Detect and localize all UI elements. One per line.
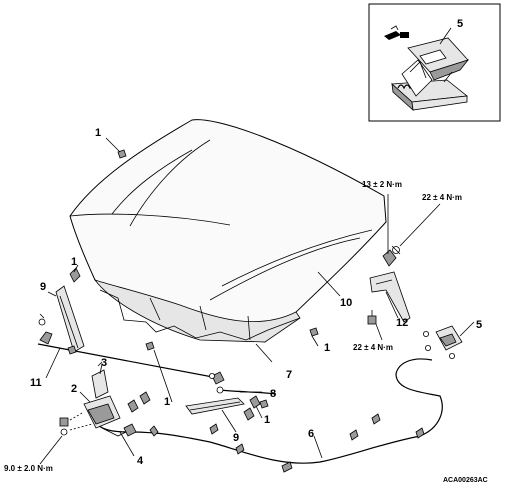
- callout-2: 2: [71, 383, 77, 395]
- callout-3: 3: [101, 357, 107, 369]
- callout-7: 7: [286, 369, 292, 381]
- callout-1-low-right: 1: [264, 414, 270, 426]
- release-cable: [95, 358, 443, 473]
- callout-6: 6: [308, 428, 314, 440]
- torque-spec-9nm: 9.0 ± 2.0 N·m: [4, 464, 53, 473]
- callout-4: 4: [137, 455, 144, 467]
- callout-5-inset: 5: [457, 18, 463, 30]
- tool-icon: [384, 25, 409, 40]
- torque-spec-22nm-top: 22 ± 4 N·m: [422, 193, 462, 202]
- callout-labels: 1 1 1 1 1 2 3 4 5 5 6 7 8 9 9 10 11 12: [30, 18, 482, 467]
- hood-hinge: [367, 245, 411, 325]
- weatherstrip-left: [38, 267, 85, 353]
- fasteners: [67, 149, 319, 409]
- callout-12: 12: [396, 317, 408, 329]
- callout-8: 8: [270, 388, 276, 400]
- figure-code: ACA00263AC: [443, 477, 488, 484]
- callout-1-mid-right: 1: [324, 342, 330, 354]
- latch-detail-inset: [368, 3, 501, 122]
- leader-lines: [39, 137, 475, 465]
- hood-panel: [69, 119, 387, 343]
- hood-latch-right: [422, 325, 463, 359]
- callout-1-left: 1: [71, 256, 77, 268]
- support-rod: [37, 331, 225, 385]
- callout-5-right: 5: [476, 319, 482, 331]
- torque-specs: 13 ± 2 N·m 22 ± 4 N·m 22 ± 4 N·m 9.0 ± 2…: [4, 180, 462, 473]
- callout-10: 10: [340, 297, 352, 309]
- callout-9-bottom: 9: [233, 432, 239, 444]
- weatherstrip-bottom: [185, 395, 261, 421]
- hood-latch-assembly: [59, 361, 151, 437]
- callout-1-top: 1: [95, 127, 101, 139]
- callout-1-bottom: 1: [164, 396, 170, 408]
- callout-9-left: 9: [40, 281, 46, 293]
- torque-spec-22nm-low: 22 ± 4 N·m: [353, 343, 393, 352]
- callout-11: 11: [30, 377, 42, 389]
- torque-spec-13nm: 13 ± 2 N·m: [362, 180, 402, 189]
